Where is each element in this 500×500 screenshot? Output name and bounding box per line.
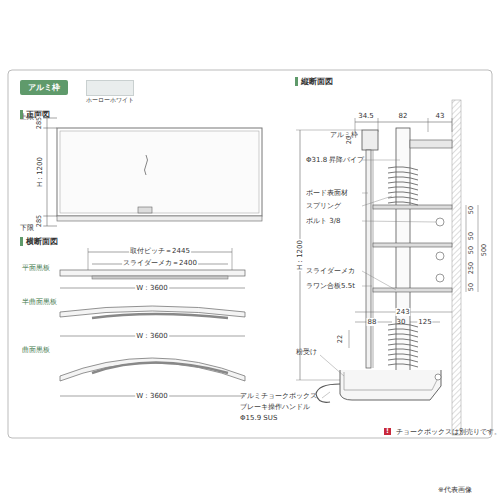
spring-coil: [388, 197, 418, 200]
spring-coil: [388, 339, 418, 342]
dimension-label: 50: [468, 206, 475, 214]
dimension-label: 曲面黒板: [22, 346, 50, 354]
dimension-label: 50: [468, 246, 475, 254]
color-swatch: [86, 80, 134, 96]
spring-coil: [388, 329, 418, 332]
spring-coil: [388, 359, 418, 362]
dimension-label: 285: [36, 214, 43, 228]
dimension-label: 500: [481, 244, 488, 256]
dimension-label: 50: [468, 283, 475, 291]
legend-text: ホーローホワイト: [86, 97, 134, 104]
dimension-label: 22: [337, 335, 344, 343]
dimension-label: 82: [399, 112, 408, 120]
spring-coil: [388, 192, 418, 195]
spring-coil: [388, 187, 418, 190]
dimension-label: 243: [395, 308, 410, 316]
dimension-label: 125: [417, 318, 432, 326]
dimension-label: チョークボックスは別売りです。: [396, 428, 500, 436]
dimension-label: 半曲面黒板: [22, 298, 57, 306]
dimension-label: 34.5: [358, 112, 374, 120]
spring-coil: [388, 349, 418, 352]
dimension-label: H : 1200: [36, 156, 44, 188]
dimension-label: 50: [468, 232, 475, 240]
dimension-label: 粉受け: [296, 348, 317, 356]
dimension-label: 43: [436, 112, 445, 120]
spring-coil: [388, 334, 418, 337]
dimension-label: W : 3600: [135, 284, 169, 292]
dimension-label: 平面黒板: [22, 264, 50, 272]
dimension-label: !: [384, 428, 391, 435]
dimension-label: ※代表画像: [438, 486, 472, 494]
dimension-label: ラワン合板5.5t: [306, 282, 355, 290]
dimension-label: Φ31.8 昇降パイプ: [306, 156, 364, 164]
dimension-label: 取付ピッチ＝2445: [129, 247, 191, 255]
dimension-label: H : 1200: [296, 239, 304, 271]
dimension-label: 下限: [20, 224, 34, 232]
dimension-label: アルミチョークボックス: [240, 392, 317, 400]
color-tab: アルミ枠: [20, 80, 68, 95]
dimension-label: アルミ枠: [330, 131, 358, 139]
dimension-label: ボード表面材: [306, 189, 348, 197]
spring-coil: [388, 172, 418, 175]
section-heading: 横断面図: [26, 237, 58, 246]
dimension-label: スライダーメカ: [306, 267, 355, 275]
dimension-label: 285: [36, 116, 43, 130]
spring-coil: [388, 354, 418, 357]
dimension-label: 250: [468, 262, 475, 274]
dimension-label: 20: [346, 136, 353, 144]
spring-coil: [388, 344, 418, 347]
spring-coil: [388, 364, 418, 367]
spring-coil: [388, 177, 418, 180]
dimension-label: W : 3600: [135, 332, 169, 340]
dimension-label: スライダーメカ＝2400: [122, 259, 198, 267]
section-heading: 縦断面図: [301, 77, 333, 86]
dimension-label: 30: [397, 318, 406, 326]
spring-coil: [388, 202, 418, 205]
dimension-label: ボルト 3/8: [306, 217, 341, 225]
dimension-label: Φ15.9 SUS: [240, 414, 277, 422]
dimension-label: 上限: [20, 113, 34, 121]
dimension-label: ブレーキ操作ハンドル: [240, 403, 310, 411]
dimension-label: スプリング: [306, 202, 341, 210]
dimension-label: 88: [367, 318, 378, 326]
tab-text: アルミ枠: [28, 82, 60, 93]
spring-coil: [388, 182, 418, 185]
dimension-label: W : 3600: [135, 392, 169, 400]
spring-coil: [388, 167, 418, 170]
